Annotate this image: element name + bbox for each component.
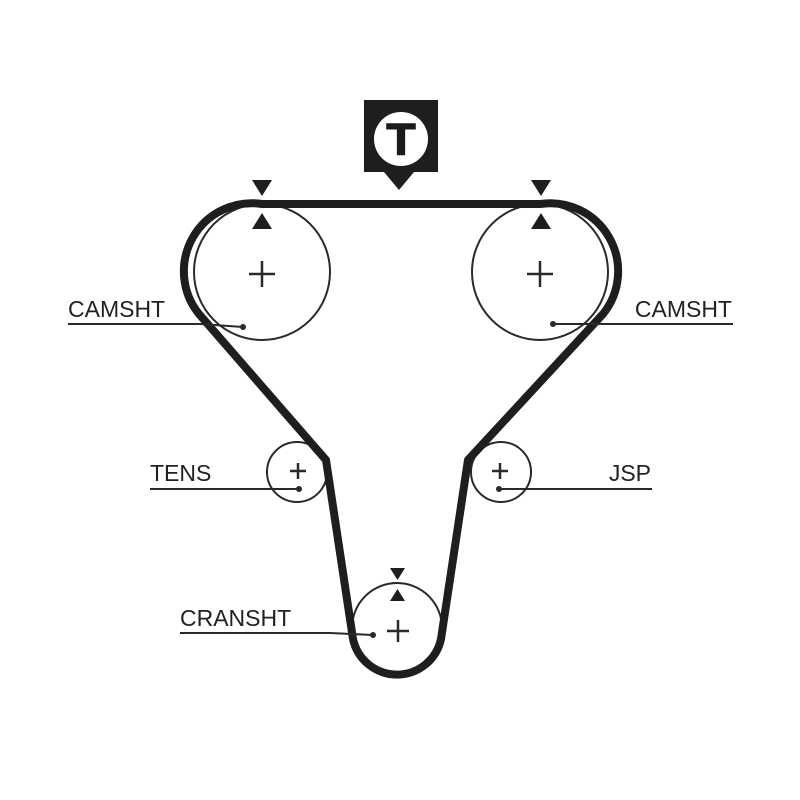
timing-mark-right-upper-icon — [531, 180, 551, 196]
camshaft-right-center-icon — [527, 261, 553, 287]
timing-marks — [252, 180, 551, 601]
leader-dot-camshaft-left — [240, 324, 246, 330]
label-tensioner: TENS — [150, 460, 211, 486]
leader-crankshaft — [180, 632, 374, 636]
timing-mark-left-lower-icon — [252, 213, 272, 229]
leader-lines — [68, 323, 733, 636]
center-marks — [249, 261, 553, 642]
timing-mark-left-upper-icon — [252, 180, 272, 196]
tension-marker: T — [364, 100, 438, 190]
leader-dots — [240, 321, 556, 638]
jsp-pulley — [470, 441, 532, 503]
label-camshaft-right: CAMSHT — [635, 296, 732, 322]
leader-dot-camshaft-right — [550, 321, 556, 327]
leader-dot-tensioner — [296, 486, 302, 492]
label-camshaft-left: CAMSHT — [68, 296, 165, 322]
timing-mark-crank-lower-icon — [390, 589, 405, 601]
label-crankshaft: CRANSHT — [180, 605, 291, 631]
leader-dot-crankshaft — [370, 632, 376, 638]
timing-mark-right-lower-icon — [531, 213, 551, 229]
jsp-center-icon — [492, 463, 508, 479]
leader-dot-jsp — [496, 486, 502, 492]
leader-camshaft-left — [68, 323, 244, 328]
tension-marker-letter: T — [386, 115, 416, 166]
camshaft-left-center-icon — [249, 261, 275, 287]
tensioner-center-icon — [290, 463, 306, 479]
timing-belt — [179, 199, 623, 679]
tension-marker-circle — [374, 112, 428, 166]
timing-mark-crank-upper-icon — [390, 568, 405, 580]
label-jsp: JSP — [609, 460, 651, 486]
crankshaft-center-icon — [387, 620, 409, 642]
